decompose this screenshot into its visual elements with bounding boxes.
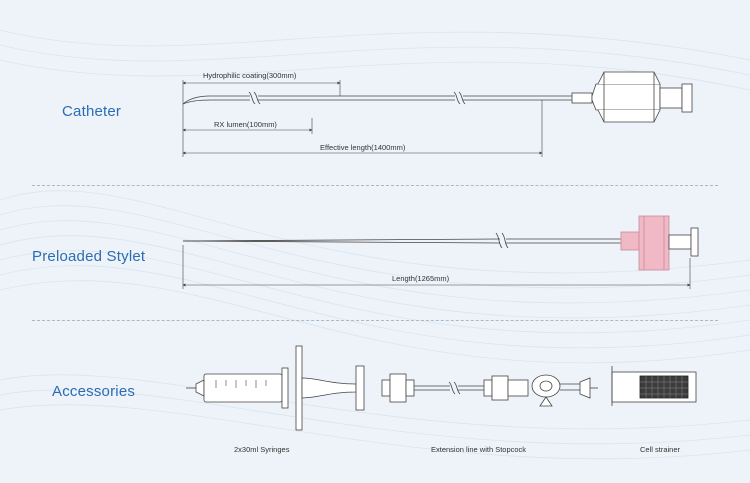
rx-lumen-label: RX lumen(100mm) [214, 120, 277, 129]
divider-top [32, 185, 718, 186]
section-label-catheter: Catheter [62, 103, 122, 120]
syringes-caption: 2x30ml Syringes [234, 445, 290, 454]
catheter-dimensions [182, 80, 543, 157]
stylet-dimensions [182, 245, 691, 289]
divider-bottom [32, 320, 718, 321]
hydrophilic-coating-label: Hydrophilic coating(300mm) [203, 71, 297, 80]
section-label-accessories: Accessories [52, 383, 136, 400]
extension-line-drawing [381, 373, 598, 407]
cell-strainer-caption: Cell strainer [640, 445, 681, 454]
stylet-drawing [182, 215, 699, 271]
catheter-drawing [182, 71, 693, 123]
section-label-preloaded-stylet: Preloaded Stylet [32, 248, 146, 265]
extension-line-caption: Extension line with Stopcock [431, 445, 526, 454]
stylet-length-label: Length(1265mm) [392, 274, 450, 283]
syringe-drawing [186, 345, 365, 431]
cell-strainer-drawing [611, 366, 697, 406]
effective-length-label: Effective length(1400mm) [320, 143, 406, 152]
